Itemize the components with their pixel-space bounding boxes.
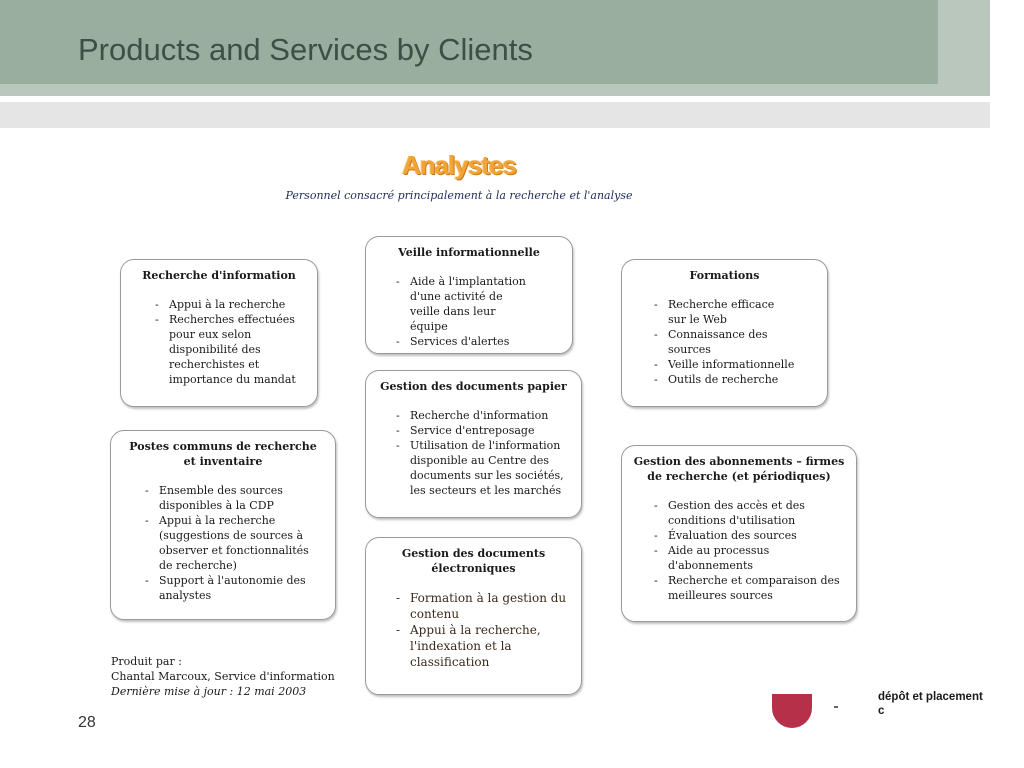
list-item: Services d'alertes xyxy=(396,334,552,349)
list-item: Outils de recherche xyxy=(654,372,807,387)
box-list: Gestion des accès et des conditions d'ut… xyxy=(632,498,846,603)
logo-text-line2: c xyxy=(878,705,885,717)
box-title: Postes communs de recherche et inventair… xyxy=(129,440,317,468)
logo-text-line1: dépôt et placement xyxy=(878,691,983,703)
box-gestion-documents-papier: Gestion des documents papier Recherche d… xyxy=(365,370,582,518)
list-item: Service d'entreposage xyxy=(396,423,567,438)
list-item: Formation à la gestion du contenu xyxy=(396,590,567,622)
box-gestion-documents-electroniques: Gestion des documents électroniques Form… xyxy=(365,537,582,695)
box-list: Recherche d'information Service d'entrep… xyxy=(376,408,571,498)
box-title: Gestion des documents électroniques xyxy=(401,547,546,575)
company-logo: dépôt et placement c xyxy=(772,688,992,728)
diagram-footer: Produit par : Chantal Marcoux, Service d… xyxy=(111,654,335,699)
box-title: Recherche d'information xyxy=(142,269,296,282)
box-list: Ensemble des sources disponibles à la CD… xyxy=(121,483,325,603)
list-item: Appui à la recherche xyxy=(155,297,307,312)
list-item: Aide au processus d'abonnements xyxy=(654,543,842,573)
page-number: 28 xyxy=(78,714,96,731)
title-bar xyxy=(0,0,990,96)
box-title: Veille informationnelle xyxy=(398,246,540,259)
footer-last-update: Dernière mise à jour : 12 mai 2003 xyxy=(111,685,307,698)
logo-mark-icon xyxy=(834,706,838,708)
diagram-heading: Analystes xyxy=(402,150,517,180)
box-postes-communs: Postes communs de recherche et inventair… xyxy=(110,430,336,620)
list-item: Gestion des accès et des conditions d'ut… xyxy=(654,498,842,528)
list-item: Recherche efficace sur le Web xyxy=(654,297,807,327)
diagram-subheading: Personnel consacré principalement à la r… xyxy=(285,189,633,202)
list-item: Recherche et comparaison des meilleures … xyxy=(654,573,842,603)
title-bar-inner xyxy=(0,0,938,84)
box-title: Gestion des abonnements – firmes de rech… xyxy=(633,455,845,483)
logo-text: dépôt et placement c xyxy=(878,690,983,718)
list-item: Évaluation des sources xyxy=(654,528,842,543)
footer-produced-by: Produit par : xyxy=(111,655,182,668)
box-formations: Formations Recherche efficace sur le Web… xyxy=(621,259,828,407)
list-item: Utilisation de l'information disponible … xyxy=(396,438,567,498)
list-item: Recherches effectuées pour eux selon dis… xyxy=(155,312,307,387)
box-veille-informationnelle: Veille informationnelle Aide à l'implant… xyxy=(365,236,573,354)
list-item: Ensemble des sources disponibles à la CD… xyxy=(145,483,321,513)
list-item: Support à l'autonomie des analystes xyxy=(145,573,321,603)
box-title: Gestion des documents papier xyxy=(380,380,567,393)
list-item: Appui à la recherche (suggestions de sou… xyxy=(145,513,321,573)
slide-title: Products and Services by Clients xyxy=(78,32,533,67)
box-list: Formation à la gestion du contenu Appui … xyxy=(376,590,571,670)
box-list: Aide à l'implantation d'une activité de … xyxy=(376,274,562,349)
list-item: Aide à l'implantation d'une activité de … xyxy=(396,274,552,334)
box-recherche-information: Recherche d'information Appui à la reche… xyxy=(120,259,318,407)
logo-emblem-icon xyxy=(772,694,812,728)
sub-band xyxy=(0,102,990,128)
box-title: Formations xyxy=(689,269,760,282)
box-list: Appui à la recherche Recherches effectué… xyxy=(131,297,307,387)
list-item: Appui à la recherche, l'indexation et la… xyxy=(396,622,567,670)
list-item: Connaissance des sources xyxy=(654,327,807,357)
list-item: Recherche d'information xyxy=(396,408,567,423)
box-gestion-abonnements: Gestion des abonnements – firmes de rech… xyxy=(621,445,857,622)
box-list: Recherche efficace sur le Web Connaissan… xyxy=(632,297,817,387)
list-item: Veille informationnelle xyxy=(654,357,807,372)
footer-author: Chantal Marcoux, Service d'information xyxy=(111,670,335,683)
